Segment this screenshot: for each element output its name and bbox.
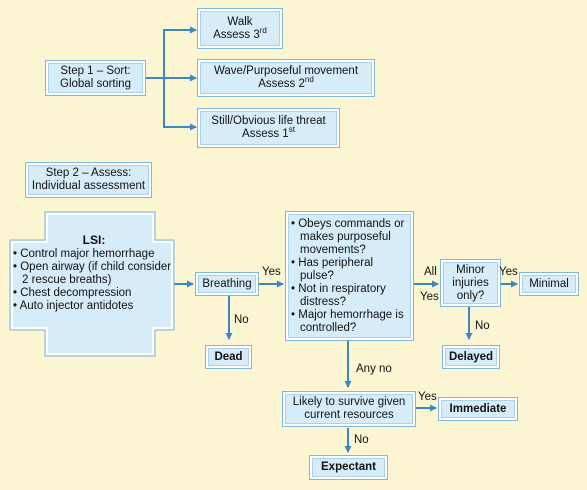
wave-box: Wave/Purposeful movement Assess 2nd: [197, 59, 375, 97]
still-label: Still/Obvious life threat: [211, 115, 326, 127]
step2-assess-box: Step 2 – Assess: Individual assessment: [25, 162, 152, 198]
label-likely-no: No: [354, 434, 369, 446]
arrow-to-walk: [163, 26, 197, 78]
likely-to-survive-box: Likely to survive given current resource…: [282, 391, 416, 427]
label-any-no: Any no: [356, 363, 392, 375]
lsi-item: Open airway (if child consider 2 rescue …: [13, 261, 175, 287]
label-breathing-yes: Yes: [262, 266, 281, 278]
expectant-text: Expectant: [321, 461, 376, 473]
lsi-item: Auto injector antidotes: [13, 300, 175, 313]
walk-assess: Assess 3rd: [213, 25, 267, 41]
lsi-item: Control major hemorrhage: [13, 248, 175, 261]
label-likely-yes: Yes: [418, 391, 437, 403]
immediate-box: Immediate: [438, 397, 518, 421]
criteria-item: Obeys commands or makes purposeful movem…: [291, 218, 408, 257]
lsi-item: Chest decompression: [13, 287, 175, 300]
criteria-item: Has peripheral pulse?: [291, 257, 408, 283]
arrow-to-still: [163, 78, 197, 131]
delayed-text: Delayed: [448, 350, 494, 363]
minimal-box: Minimal: [519, 272, 579, 296]
minor-injuries-box: Minor injuries only?: [440, 259, 501, 307]
delayed-box: Delayed: [442, 345, 500, 369]
wave-assess: Assess 2nd: [258, 75, 314, 90]
likely-text: Likely to survive given current resource…: [292, 396, 406, 421]
lsi-content: LSI: Control major hemorrhage Open airwa…: [13, 234, 175, 313]
criteria-item: Not in respiratory distress?: [291, 283, 408, 309]
lsi-list: Control major hemorrhage Open airway (if…: [13, 248, 175, 313]
still-box: Still/Obvious life threat Assess 1st: [197, 108, 340, 148]
criteria-list: Obeys commands or makes purposeful movem…: [291, 218, 408, 335]
minor-text: Minor injuries only?: [452, 263, 489, 302]
step1-sort-box: Step 1 – Sort: Global sorting: [45, 60, 146, 96]
label-all: All: [424, 266, 437, 278]
label-breathing-no: No: [234, 314, 249, 326]
step2-text: Step 2 – Assess: Individual assessment: [31, 167, 146, 192]
dead-box: Dead: [205, 345, 252, 369]
immediate-text: Immediate: [449, 402, 507, 415]
criteria-box: Obeys commands or makes purposeful movem…: [285, 211, 414, 341]
label-minor-yes: Yes: [499, 266, 518, 278]
breathing-box: Breathing: [195, 272, 259, 296]
breathing-text: Breathing: [202, 277, 252, 290]
lsi-title: LSI:: [82, 233, 106, 247]
walk-box: Walk Assess 3rd: [197, 8, 283, 49]
still-assess: Assess 1st: [242, 125, 295, 140]
wave-label: Wave/Purposeful movement: [213, 65, 359, 77]
expectant-box: Expectant: [309, 455, 388, 480]
minimal-text: Minimal: [529, 277, 569, 290]
label-minor-no: No: [475, 320, 490, 332]
step1-text: Step 1 – Sort: Global sorting: [60, 65, 131, 90]
dead-text: Dead: [214, 350, 243, 363]
criteria-item: Major hemorrhage is controlled?: [291, 309, 408, 335]
label-all-yes: Yes: [420, 291, 439, 303]
walk-label: Walk: [227, 15, 253, 28]
